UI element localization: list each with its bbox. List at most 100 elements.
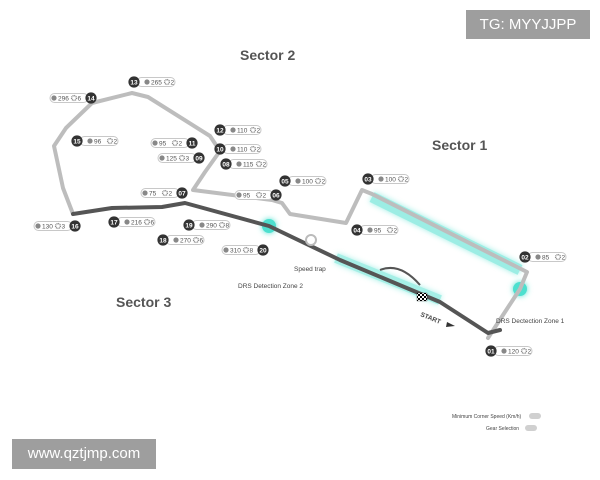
- gear-icon: [255, 160, 263, 168]
- turn-number: 15: [73, 138, 81, 145]
- turn-speed: 290: [206, 222, 217, 229]
- turn-number: 03: [364, 176, 372, 183]
- turn-gear: 2: [169, 190, 173, 197]
- turn-number: 12: [216, 127, 224, 134]
- turn-speed: 110: [237, 127, 248, 134]
- turn-gear: 2: [263, 192, 267, 199]
- turn-gear: 2: [405, 176, 409, 183]
- speed-icon: [535, 254, 541, 260]
- speed-icon: [223, 247, 229, 253]
- turn-number: 18: [159, 237, 167, 244]
- gear-icon: [106, 137, 114, 145]
- turn-gear: 6: [78, 95, 82, 102]
- turn-gear: 2: [528, 348, 532, 355]
- turn-speed: 270: [180, 237, 191, 244]
- speed-icon: [367, 227, 373, 233]
- turn-number-badge: [186, 137, 198, 149]
- turn-number: 04: [353, 227, 361, 234]
- turn-number-badge: [214, 143, 226, 155]
- gear-icon: [163, 78, 171, 86]
- turn-number-badge: [183, 219, 195, 231]
- turn-gear: 2: [179, 140, 183, 147]
- drs-zone-1-label: DRS Dectection Zone 1: [496, 318, 565, 325]
- turn-number: 20: [259, 247, 267, 254]
- turn-number: 16: [71, 223, 79, 230]
- turn-number-badge: [71, 135, 83, 147]
- turn-speed: 95: [243, 192, 251, 199]
- turn-number: 19: [185, 222, 193, 229]
- turn-number: 08: [222, 161, 230, 168]
- legend-min-speed-label: Minimum Corner Speed (Km/h): [452, 414, 522, 420]
- turn-number-badge: [485, 345, 497, 357]
- turn-marker-20: 310 8 20: [221, 244, 269, 256]
- gear-icon: [161, 189, 169, 197]
- turn-speed: 310: [230, 247, 241, 254]
- gear-icon: [554, 253, 562, 261]
- turn-number-badge: [257, 244, 269, 256]
- turn-gear: 8: [250, 247, 254, 254]
- speed-icon: [35, 223, 41, 229]
- legend: Minimum Corner Speed (Km/h) Gear Selecti…: [452, 413, 541, 432]
- turn-number: 11: [189, 140, 196, 147]
- gear-icon: [386, 226, 394, 234]
- turn-number: 01: [487, 348, 495, 355]
- svg-text:START: START: [419, 311, 441, 325]
- turn-speed: 120: [508, 348, 519, 355]
- turn-number: 10: [216, 146, 224, 153]
- turn-speed: 100: [302, 178, 313, 185]
- turn-number-badge: [157, 234, 169, 246]
- turn-speed: 100: [385, 176, 396, 183]
- gear-icon: [314, 177, 322, 185]
- gear-icon: [249, 145, 257, 153]
- turn-number-badge: [351, 224, 363, 236]
- gear-icon: [242, 246, 250, 254]
- turn-number-badge: [362, 173, 374, 185]
- speed-icon: [144, 79, 150, 85]
- turn-marker-01: 120 2 01: [485, 345, 533, 357]
- gear-icon: [218, 221, 226, 229]
- speed-icon: [295, 178, 301, 184]
- turn-number-badge: [128, 76, 140, 88]
- turn-gear: 2: [562, 254, 566, 261]
- turn-number-badge: [279, 175, 291, 187]
- sector-3-label: Sector 3: [116, 294, 171, 310]
- turn-gear: 3: [62, 223, 66, 230]
- gear-icon: [70, 94, 78, 102]
- turn-speed: 110: [237, 146, 248, 153]
- speed-icon: [152, 140, 158, 146]
- turn-number: 05: [281, 178, 289, 185]
- gear-icon: [54, 222, 62, 230]
- turn-number: 06: [272, 192, 280, 199]
- speed-trap-label: Speed trap: [294, 266, 326, 273]
- turn-number: 09: [195, 155, 203, 162]
- turn-speed: 265: [151, 79, 162, 86]
- gear-icon: [171, 139, 179, 147]
- legend-min-speed-swatch: [529, 413, 541, 419]
- turn-speed: 95: [374, 227, 382, 234]
- turn-number: 02: [521, 254, 529, 261]
- speed-icon: [230, 127, 236, 133]
- turn-gear: 2: [394, 227, 398, 234]
- speed-icon: [159, 155, 165, 161]
- legend-gear-label: Gear Selection: [486, 426, 519, 432]
- sector-1-label: Sector 1: [432, 137, 487, 153]
- turn-number: 07: [178, 190, 186, 197]
- track-back-section: [71, 201, 502, 335]
- speed-icon: [199, 222, 205, 228]
